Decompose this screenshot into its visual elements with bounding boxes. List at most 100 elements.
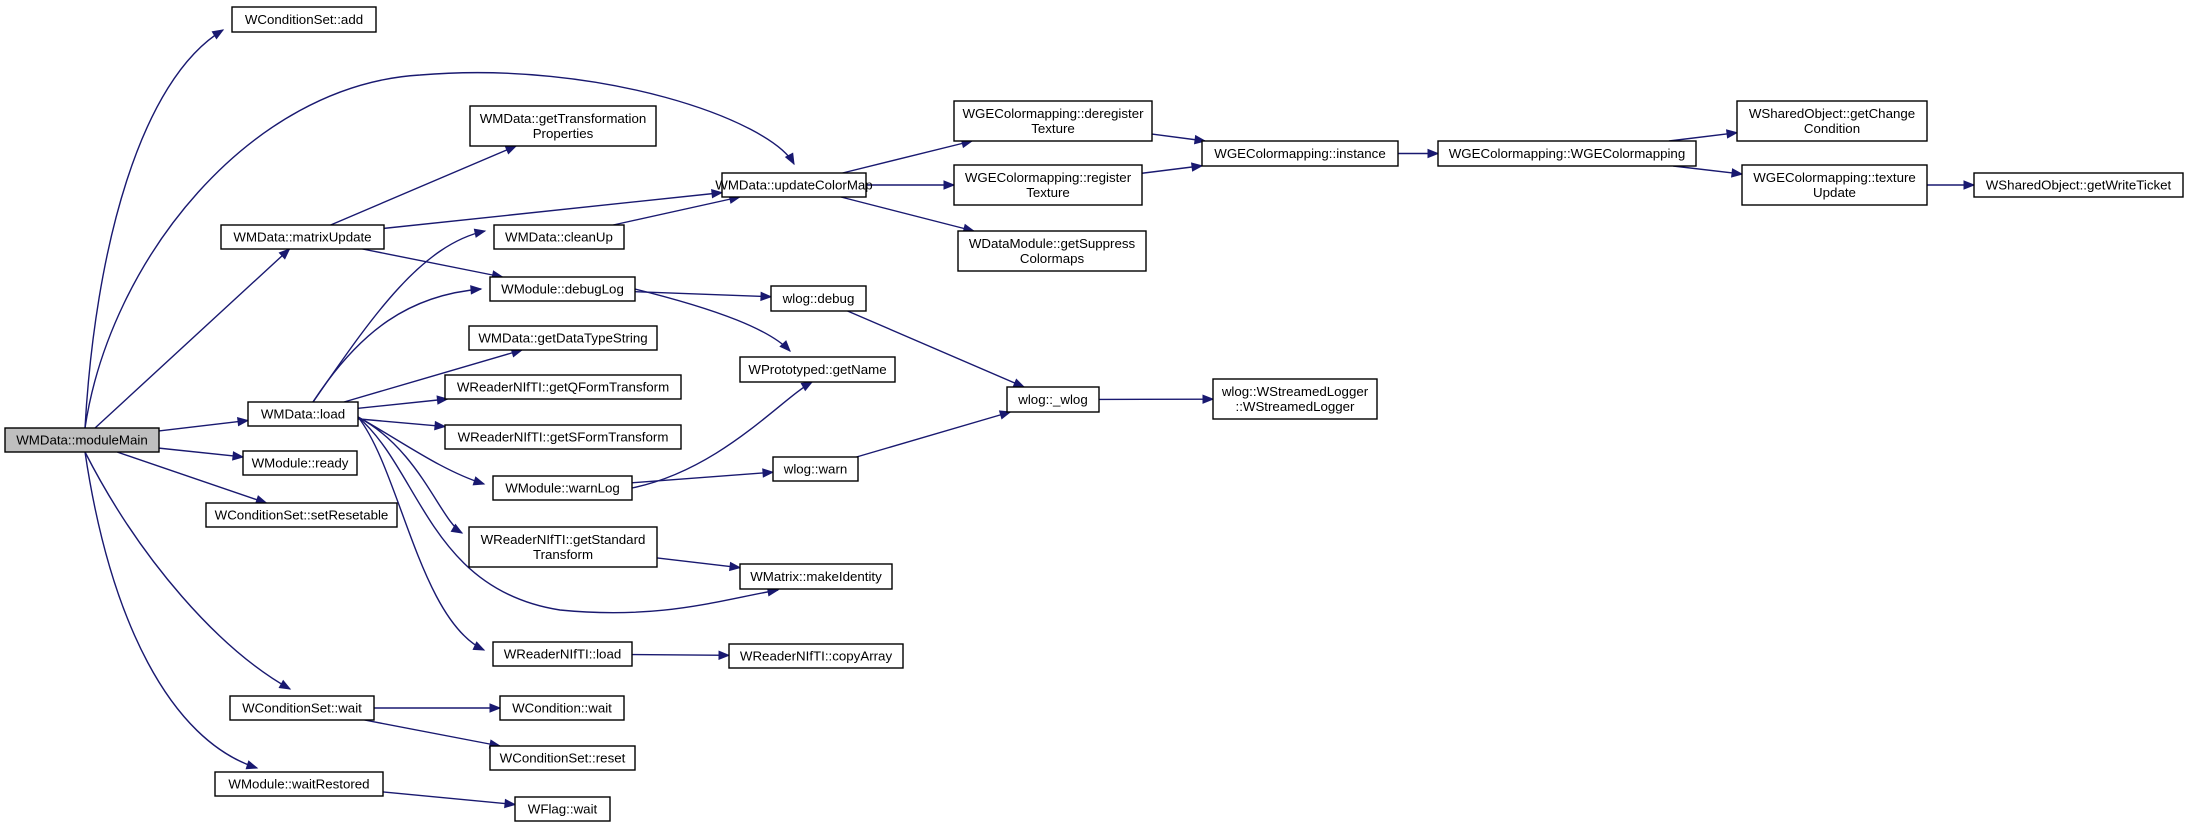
edge-n0-to-n7 (84, 451, 292, 690)
arrowhead (278, 679, 292, 690)
edge-n30-to-n31 (1098, 394, 1215, 404)
node-wconditionset-setresetable[interactable]: WConditionSet::setResetable (205, 502, 398, 528)
node-box[interactable] (1201, 140, 1399, 167)
node-box[interactable] (1973, 172, 2184, 198)
node-box[interactable] (242, 450, 358, 476)
node-box[interactable] (220, 224, 385, 250)
node-wgecolormapping-instance[interactable]: WGEColormapping::instance (1201, 140, 1399, 167)
node-box[interactable] (953, 164, 1143, 206)
node-wmdata-matrixupdate[interactable]: WMData::matrixUpdate (220, 224, 385, 250)
node-label: Texture (1026, 185, 1070, 200)
arrowhead (472, 476, 486, 486)
node-box[interactable] (728, 643, 904, 669)
node-wmdata-modulemain[interactable]: WMData::moduleMain (4, 427, 160, 453)
arrowhead (211, 29, 225, 40)
node-box[interactable] (1736, 100, 1928, 142)
node-wmdata-updatecolormap[interactable]: WMData::updateColorMap (715, 172, 873, 198)
node-wflag-wait[interactable]: WFlag::wait (514, 796, 611, 822)
node-box[interactable] (493, 224, 625, 250)
edge-n3-to-n19 (330, 145, 518, 226)
node-wlog-wlog[interactable]: wlog::_wlog (1006, 386, 1100, 413)
edge-n0-to-n4 (84, 71, 795, 429)
node-label: WGEColormapping::register (965, 170, 1132, 185)
node-wreadernifti-copyarray[interactable]: WReaderNIfTI::copyArray (728, 643, 904, 669)
edge-n24-to-n25 (1668, 129, 1739, 142)
arrowhead (1726, 129, 1739, 139)
node-wmdata-load[interactable]: WMData::load (247, 401, 359, 427)
node-box[interactable] (499, 695, 625, 721)
node-label: wlog::warn (783, 462, 848, 477)
node-label: WMData::load (261, 407, 345, 422)
edge-n20-to-n23 (1151, 133, 1207, 145)
node-wcondition-wait[interactable]: WCondition::wait (499, 695, 625, 721)
node-box[interactable] (4, 427, 160, 453)
edge-n0-to-n1 (84, 29, 225, 429)
arrowhead (1731, 168, 1744, 178)
node-box[interactable] (514, 796, 611, 822)
node-wmatrix-makeidentity[interactable]: WMatrix::makeIdentity (739, 563, 893, 590)
node-wsharedobject-getwriteticket[interactable]: WSharedObject::getWriteTicket (1973, 172, 2184, 198)
node-box[interactable] (953, 100, 1153, 142)
node-box[interactable] (489, 745, 636, 771)
node-box[interactable] (205, 502, 398, 528)
node-box[interactable] (214, 771, 384, 797)
node-box[interactable] (1741, 164, 1928, 206)
node-box[interactable] (492, 475, 633, 501)
node-label: Update (1813, 185, 1856, 200)
node-wmdata-getdatatypestring[interactable]: WMData::getDataTypeString (468, 325, 658, 351)
node-box[interactable] (469, 105, 657, 147)
node-label: ::WStreamedLogger (1236, 399, 1356, 414)
node-wprototyped-getname[interactable]: WPrototyped::getName (739, 356, 896, 383)
node-box[interactable] (444, 374, 682, 400)
node-wconditionset-reset[interactable]: WConditionSet::reset (489, 745, 636, 771)
node-label: WConditionSet::reset (500, 751, 626, 766)
node-box[interactable] (739, 563, 893, 590)
node-box[interactable] (468, 325, 658, 351)
node-wmodule-waitrestored[interactable]: WModule::waitRestored (214, 771, 384, 797)
node-wconditionset-add[interactable]: WConditionSet::add (231, 6, 377, 33)
node-label: WConditionSet::setResetable (215, 508, 389, 523)
node-box[interactable] (229, 695, 375, 721)
edge-n10-to-n28 (634, 290, 773, 302)
node-box[interactable] (492, 641, 633, 667)
node-box[interactable] (770, 285, 867, 312)
node-label: wlog::_wlog (1017, 392, 1087, 407)
node-wmodule-ready[interactable]: WModule::ready (242, 450, 358, 476)
node-box[interactable] (247, 401, 359, 427)
node-wreadernifti-getqformtransform[interactable]: WReaderNIfTI::getQFormTransform (444, 374, 682, 400)
node-wlog-wstreamedlogger-wstreamedlogger[interactable]: wlog::WStreamedLogger::WStreamedLogger (1212, 378, 1378, 420)
node-box[interactable] (721, 172, 867, 198)
node-wmodule-debuglog[interactable]: WModule::debugLog (489, 276, 636, 302)
node-box[interactable] (231, 6, 377, 33)
arrowhead (718, 650, 731, 660)
node-wconditionset-wait[interactable]: WConditionSet::wait (229, 695, 375, 721)
node-box[interactable] (489, 276, 636, 302)
node-wmodule-warnlog[interactable]: WModule::warnLog (492, 475, 633, 501)
node-box[interactable] (1437, 140, 1697, 167)
node-wmdata-cleanup[interactable]: WMData::cleanUp (493, 224, 625, 250)
node-wreadernifti-getsformtransform[interactable]: WReaderNIfTI::getSFormTransform (444, 424, 682, 450)
edge-n2-to-n12 (357, 395, 449, 409)
node-box[interactable] (957, 230, 1147, 272)
node-wlog-debug[interactable]: wlog::debug (770, 285, 867, 312)
node-wgecolormapping-wgecolormapping[interactable]: WGEColormapping::WGEColormapping (1437, 140, 1697, 167)
node-box[interactable] (1006, 386, 1100, 413)
node-wlog-warn[interactable]: wlog::warn (772, 456, 859, 482)
node-box[interactable] (772, 456, 859, 482)
node-box[interactable] (468, 526, 658, 568)
node-box[interactable] (1212, 378, 1378, 420)
node-box[interactable] (444, 424, 682, 450)
node-box[interactable] (739, 356, 896, 383)
edge-n2-to-n15 (357, 416, 464, 534)
node-wreadernifti-load[interactable]: WReaderNIfTI::load (492, 641, 633, 667)
arrowhead (762, 468, 775, 478)
edge-n32-to-n30 (856, 410, 1012, 458)
